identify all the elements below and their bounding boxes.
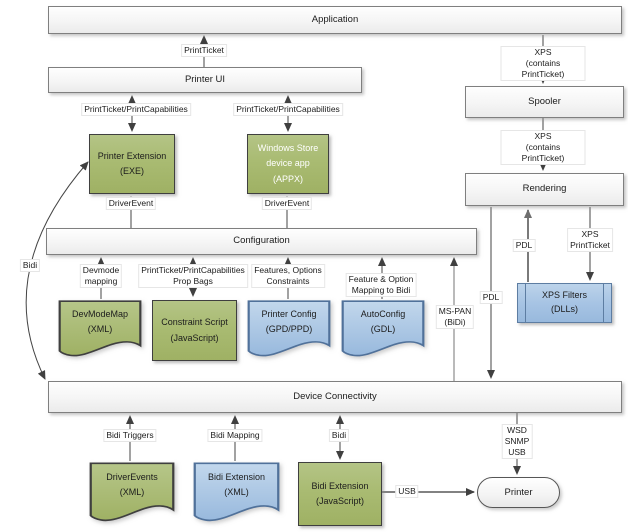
xps-filters-node: XPS Filters (DLLs) [517, 283, 612, 323]
edge-label-ms-pan: MS-PAN (BiDi) [435, 305, 475, 330]
printer-node: Printer [477, 477, 560, 508]
edge-label-ptpc-right: PrintTicket/PrintCapabilities [233, 103, 343, 117]
predefined-process-bar [603, 284, 604, 322]
constraint-script-node: Constraint Script (JavaScript) [152, 300, 237, 361]
predefined-process-bar [525, 284, 526, 322]
store-device-app-node: Windows Store device app (APPX) [247, 134, 329, 194]
edge-label-driverevent-right: DriverEvent [261, 197, 313, 211]
edge-label-devmode-mapping: Devmode mapping [79, 264, 123, 289]
edge-label-feature-option-mapping: Feature & Option Mapping to Bidi [345, 273, 417, 298]
edge-label-pdl-long: PDL [479, 291, 503, 305]
edge-label-wsd-snmp-usb: WSD SNMP USB [501, 424, 533, 460]
edge-label-bidi-triggers: Bidi Triggers [103, 429, 157, 443]
edge-label-prop-bags: PrintTicket/PrintCapabilities Prop Bags [138, 264, 248, 289]
edge-label-bidi-curve: Bidi [19, 259, 41, 273]
autoconfig-label: AutoConfig (GDL) [360, 309, 406, 334]
application-node: Application [48, 6, 622, 34]
bidi-extension-xml-label: Bidi Extension (XML) [207, 472, 266, 497]
edge-label-usb: USB [395, 485, 419, 499]
document-shape [247, 300, 331, 357]
configuration-node: Configuration [46, 228, 477, 255]
spooler-node: Spooler [465, 86, 624, 118]
edge-label-xps-to-spooler: XPS (contains PrintTicket) [500, 46, 586, 82]
printer-config-node: Printer Config (GPD/PPD) [247, 300, 331, 360]
bidi-extension-js-node: Bidi Extension (JavaScript) [298, 462, 382, 526]
rendering-node: Rendering [465, 173, 624, 206]
device-connectivity-node: Device Connectivity [48, 381, 622, 413]
edge-label-ptpc-left: PrintTicket/PrintCapabilities [81, 103, 191, 117]
edge-label-features-constraints: Features, Options Constraints [251, 264, 325, 289]
driverevents-node: DriverEvents (XML) [89, 462, 175, 525]
printer-extension-node: Printer Extension (EXE) [89, 134, 175, 194]
edge-label-driverevent-left: DriverEvent [105, 197, 157, 211]
document-shape [89, 462, 175, 522]
devmodemap-label: DevModeMap (XML) [71, 309, 129, 334]
printer-ui-node: Printer UI [48, 67, 362, 93]
devmodemap-node: DevModeMap (XML) [58, 300, 142, 360]
edge-label-xps-to-rendering: XPS (contains PrintTicket) [500, 130, 586, 166]
edge-label-printticket: PrintTicket [181, 44, 227, 58]
edge-label-bidi-js: Bidi [328, 429, 350, 443]
bidi-extension-xml-node: Bidi Extension (XML) [193, 462, 280, 525]
autoconfig-node: AutoConfig (GDL) [341, 300, 425, 360]
document-shape [193, 462, 280, 522]
edge-label-xps-printticket: XPS PrintTicket [567, 228, 613, 253]
document-shape [341, 300, 425, 357]
edge-label-bidi-mapping: Bidi Mapping [207, 429, 263, 443]
xps-filters-label: XPS Filters (DLLs) [541, 290, 587, 314]
printer-config-label: Printer Config (GPD/PPD) [261, 309, 317, 334]
edge-label-pdl-to-rendering: PDL [512, 239, 536, 253]
driverevents-label: DriverEvents (XML) [106, 472, 158, 497]
